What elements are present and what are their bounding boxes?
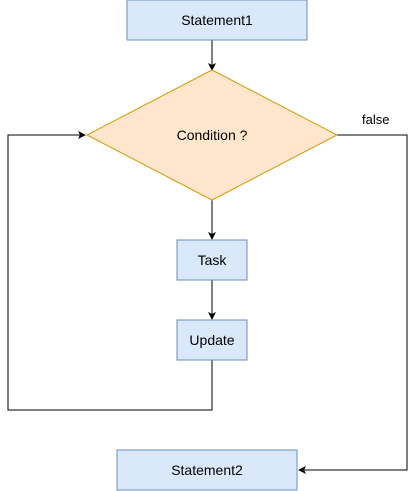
condition-label: Condition ? xyxy=(177,127,248,143)
update-label: Update xyxy=(189,332,234,348)
task-label: Task xyxy=(198,252,228,268)
condition-node[interactable]: Condition ? xyxy=(85,69,339,201)
update-node[interactable]: Update xyxy=(176,319,248,361)
statement2-node[interactable]: Statement2 xyxy=(116,449,298,491)
statement1-node[interactable]: Statement1 xyxy=(126,0,308,41)
false-label: false xyxy=(362,112,389,127)
edge-condition-false-to-statement2 xyxy=(298,134,408,474)
edge-update-loop-back xyxy=(7,131,213,411)
statement1-label: Statement1 xyxy=(181,12,253,28)
statement2-label: Statement2 xyxy=(171,462,243,478)
task-node[interactable]: Task xyxy=(176,239,248,281)
